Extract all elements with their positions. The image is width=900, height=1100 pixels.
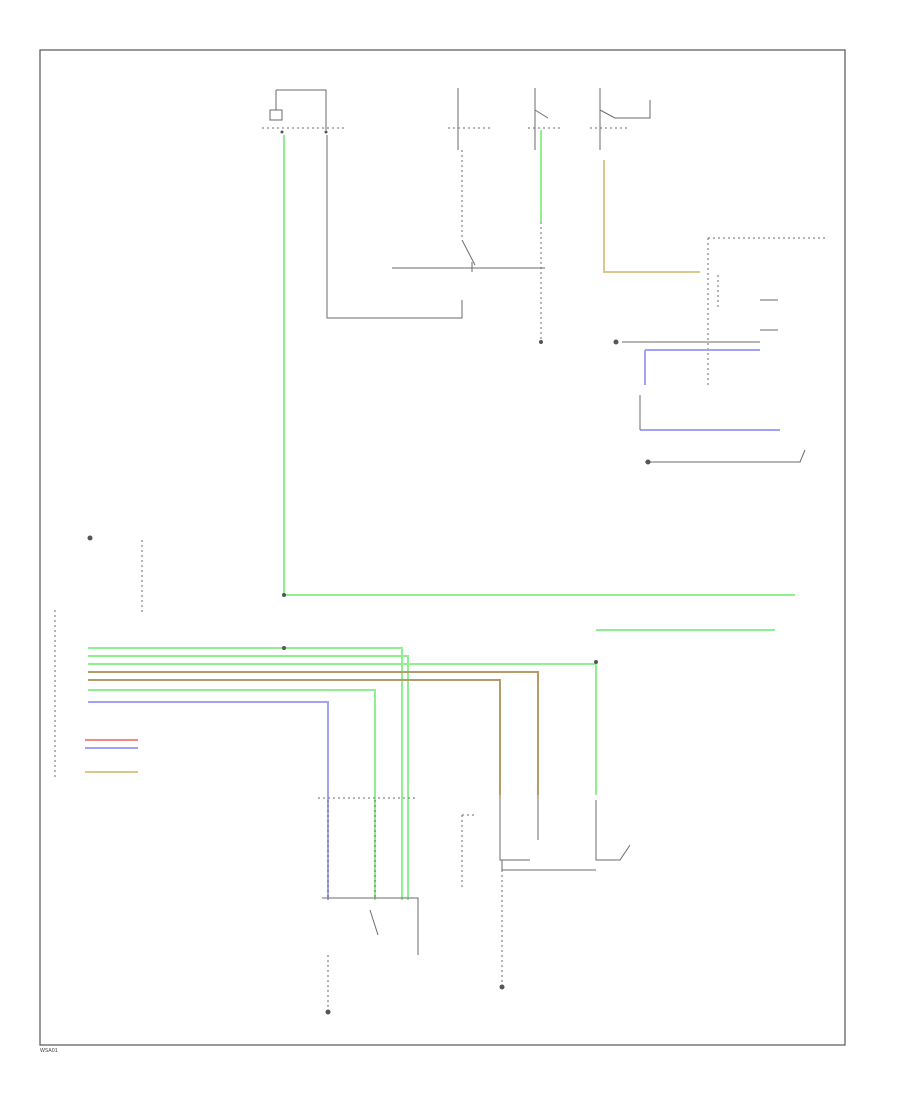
diagram-frame: [39, 49, 846, 1046]
switch-bottom-right: [461, 795, 631, 990]
wire-bundle-brown-2: [88, 679, 501, 795]
footer-code: WSA01: [40, 1048, 58, 1054]
wire-blue-upper: [644, 349, 760, 385]
switch-center: [392, 239, 545, 272]
control-unit-right: [707, 237, 828, 385]
switch-bottom-left: [318, 797, 419, 1015]
wire-green-main: [283, 135, 795, 596]
wire-bundle-green-3: [88, 663, 597, 795]
wire-thin-left: [326, 135, 463, 319]
connector-left: [54, 535, 143, 780]
wire-bundle-green-1: [88, 647, 403, 900]
wire-bundle-green-4: [88, 689, 376, 900]
fuse-block-left: [262, 89, 345, 134]
wire-bundle-brown-1: [88, 671, 539, 795]
fuse-block-center: [448, 88, 651, 150]
wire-tan-right: [603, 160, 700, 273]
wire-bundle-green-2: [88, 655, 409, 900]
wire-bundle-blue: [88, 701, 329, 900]
